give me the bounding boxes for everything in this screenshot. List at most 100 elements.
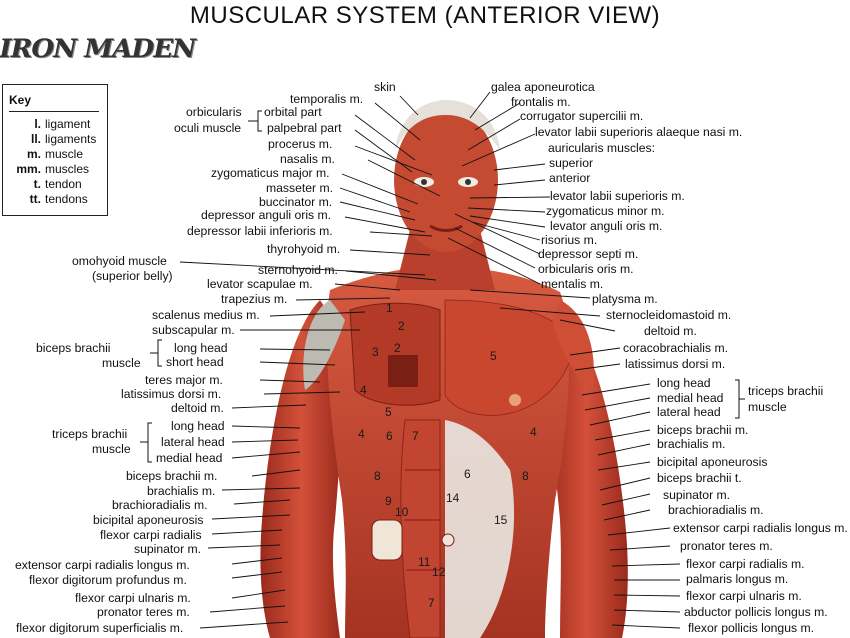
label-supinator-left: supinator m.	[134, 542, 202, 556]
key-row: mm. muscles	[9, 162, 89, 176]
label-risorius: risorius m.	[541, 233, 598, 247]
label-orbicularis-group: oculi muscle	[174, 121, 242, 135]
key-box: Key l.ligament ll.ligaments m.muscle mm.…	[2, 84, 108, 216]
region-number: 12	[432, 565, 446, 579]
label-omohyoid: omohyoid muscle	[72, 254, 167, 268]
key-row: l.ligament	[9, 117, 90, 131]
key-text: ligaments	[45, 132, 97, 146]
label-levator-scapulae: levator scapulae m.	[207, 277, 313, 291]
label-deltoid-left: deltoid m.	[171, 401, 224, 415]
key-abbr: mm.	[16, 162, 41, 176]
key-row: m.muscle	[9, 147, 83, 161]
label-skin: skin	[374, 80, 396, 94]
region-number: 4	[360, 383, 367, 397]
label-nasalis: nasalis m.	[280, 152, 335, 166]
region-number: 15	[494, 513, 508, 527]
label-flexor-carpi-ulnaris-left: flexor carpi ulnaris m.	[75, 591, 191, 605]
label-coracobrachialis: coracobrachialis m.	[623, 341, 728, 355]
region-number: 14	[446, 491, 460, 505]
key-abbr: t.	[33, 177, 41, 191]
leader-lines	[179, 91, 681, 629]
label-sternocleidomastoid: sternocleidomastoid m.	[606, 308, 732, 322]
label-supinator-right: supinator m.	[663, 488, 731, 502]
label-orbital-part: orbital part	[264, 105, 322, 119]
label-brachialis-left: brachialis m.	[147, 484, 216, 498]
label-temporalis: temporalis m.	[290, 92, 364, 106]
key-row: tt.tendons	[9, 192, 88, 206]
left-arm	[260, 300, 343, 638]
pectoralis	[444, 299, 576, 416]
label-depressor-septi: depressor septi m.	[538, 247, 639, 261]
key-text: tendon	[45, 177, 82, 191]
region-number: 8	[374, 469, 381, 483]
label-sternohyoid: sternohyoid m.	[258, 263, 338, 277]
label-auricularis-superior: superior	[549, 156, 594, 170]
label-triceps-medial-head-left: medial head	[156, 451, 223, 465]
label-brachioradialis-right: brachioradialis m.	[668, 503, 764, 517]
label-orbicularis-oris: orbicularis oris m.	[538, 262, 634, 276]
label-scalenus-medius: scalenus medius m.	[152, 308, 260, 322]
label-flexor-carpi-radialis-left: flexor carpi radialis	[100, 528, 202, 542]
label-depressor-anguli: depressor anguli oris m.	[201, 208, 332, 222]
label-trapezius: trapezius m.	[221, 292, 288, 306]
label-triceps-lateral-head: lateral head	[657, 405, 721, 419]
label-levator-alaeque: levator labii superioris alaeque nasi m.	[535, 125, 743, 139]
rib-window	[388, 355, 418, 387]
label-auricularis-anterior: anterior	[549, 171, 591, 185]
label-flexor-dig-profundus: flexor digitorum profundus m.	[29, 573, 187, 587]
label-procerus: procerus m.	[268, 137, 333, 151]
label-mentalis: mentalis m.	[541, 277, 604, 291]
label-flexor-dig-superficialis: flexor digitorum superficialis m.	[16, 621, 184, 635]
region-number: 2	[394, 341, 401, 355]
label-zygomaticus-major: zygomaticus major m.	[211, 166, 330, 180]
label-bicipital-apo-left: bicipital aponeurosis	[93, 513, 204, 527]
label-triceps-long-head: long head	[657, 376, 711, 390]
label-biceps-group: biceps brachii	[36, 341, 111, 355]
label-zygomaticus-minor: zygomaticus minor m.	[546, 204, 665, 218]
key-text: muscles	[45, 162, 90, 176]
label-ext-carpi-right: extensor carpi radialis longus m.	[673, 521, 848, 535]
label-biceps-long-head: long head	[174, 341, 228, 355]
label-biceps-short-head: short head	[166, 355, 224, 369]
key-abbr: ll.	[30, 132, 41, 146]
label-deltoid-right: deltoid m.	[644, 324, 697, 338]
label-biceps-brachii-left: biceps brachii m.	[126, 469, 218, 483]
region-number: 6	[464, 467, 471, 481]
label-latissimus-left: latissimus dorsi m.	[121, 387, 222, 401]
label-biceps-tendon: biceps brachii t.	[657, 471, 742, 485]
navel	[441, 533, 455, 547]
label-auricularis: auricularis muscles:	[548, 141, 656, 155]
label-levator-labii-sup: levator labii superioris m.	[550, 189, 685, 203]
label-orbicularis-group: orbicularis	[186, 105, 242, 119]
key-abbr: m.	[26, 147, 41, 161]
region-number: 4	[530, 425, 537, 439]
region-number: 2	[398, 319, 405, 333]
label-pronator-teres-right: pronator teres m.	[680, 539, 773, 553]
deltoid	[303, 300, 345, 390]
label-triceps-long-head-left: long head	[171, 419, 225, 433]
key-text: tendons	[45, 192, 88, 206]
label-triceps-group-right: triceps brachii	[748, 384, 824, 398]
deltoid	[552, 300, 594, 390]
label-brachialis-right: brachialis m.	[657, 437, 726, 451]
label-brachioradialis-left: brachioradialis m.	[112, 498, 208, 512]
key-text: ligament	[45, 117, 91, 131]
label-flexor-pollicis: flexor pollicis longus m.	[688, 621, 814, 635]
key-row: t. tendon	[9, 177, 82, 191]
label-corrugator: corrugator supercilii m.	[520, 109, 644, 123]
region-number: 7	[428, 596, 435, 610]
region-number: 3	[372, 345, 379, 359]
label-thyrohyoid: thyrohyoid m.	[267, 242, 341, 256]
region-number: 11	[418, 555, 431, 569]
label-flexor-carpi-radialis-right: flexor carpi radialis m.	[686, 557, 805, 571]
region-number: 6	[386, 429, 393, 443]
region-number: 1	[386, 301, 393, 315]
nipple	[509, 394, 521, 406]
label-palmaris-longus: palmaris longus m.	[686, 572, 789, 586]
label-masseter: masseter m.	[266, 181, 334, 195]
brand-logo: IRON MADEN	[0, 34, 196, 63]
region-number: 8	[522, 469, 529, 483]
label-abductor-pollicis: abductor pollicis longus m.	[684, 605, 828, 619]
label-flexor-carpi-ulnaris-right: flexor carpi ulnaris m.	[686, 589, 802, 603]
